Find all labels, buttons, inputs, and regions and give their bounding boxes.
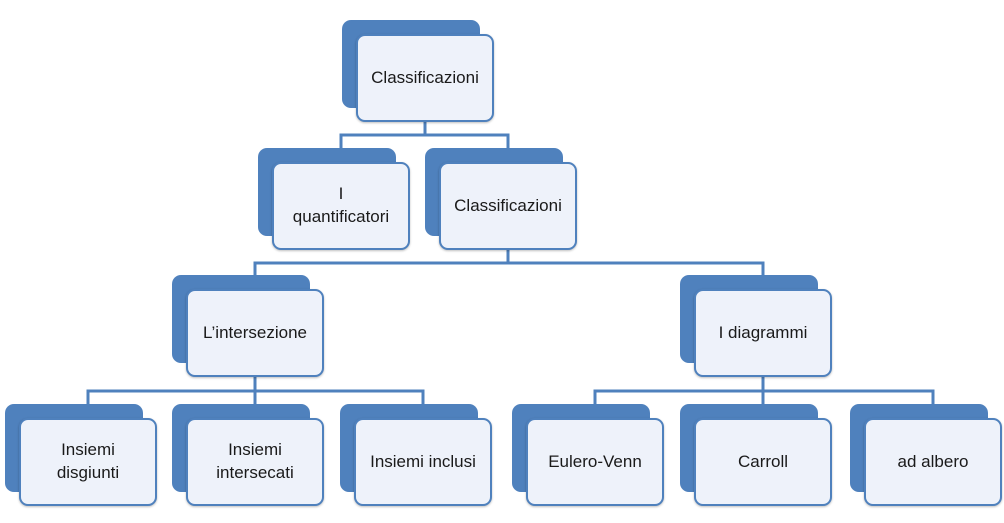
node-label: ad albero [897,451,969,471]
node-ad-albero: ad albero [850,404,1002,506]
node-label: L’intersezione [203,322,307,342]
node-label: Carroll [737,451,789,471]
node-i-diagrammi: I diagrammi [680,275,832,377]
node-intersezione: L’intersezione [172,275,324,377]
node-carroll: Carroll [680,404,832,506]
node-label: Classificazioni [371,67,479,87]
node-label: Classificazioni [454,195,562,215]
node-eulero-venn: Eulero-Venn [512,404,664,506]
node-label: Insiemi inclusi [370,451,476,471]
node-classificazioni-root: Classificazioni [342,20,494,122]
node-label: I diagrammi [718,322,808,342]
node-insiemi-inclusi: Insiemi inclusi [340,404,492,506]
node-classificazioni: Classificazioni [425,148,577,250]
node-label: Eulero-Venn [548,451,642,471]
